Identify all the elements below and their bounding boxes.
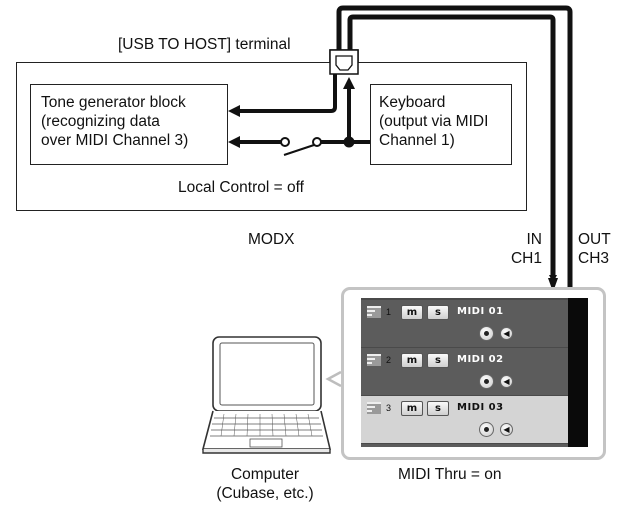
computer-label: Computer (Cubase, etc.) [205, 465, 325, 503]
track-mute-button[interactable]: m [401, 401, 423, 416]
in-label-line-1: IN [526, 231, 543, 248]
in-label-line-2: CH1 [510, 250, 542, 267]
track-name: MIDI 03 [457, 402, 504, 413]
monitor-speaker-icon[interactable]: ◀ [500, 375, 513, 388]
usb-port-icon [329, 49, 359, 75]
track-solo-button[interactable]: s [427, 401, 449, 416]
in-ch1-cable [347, 14, 557, 283]
keyboard-line-1: Keyboard [379, 94, 446, 111]
in-label: IN CH1 [505, 230, 542, 268]
monitor-speaker-icon[interactable]: ◀ [500, 423, 513, 436]
track-drag-handle-icon[interactable] [367, 306, 381, 318]
midi-thru-label: MIDI Thru = on [398, 466, 502, 483]
out-label-line-2: CH3 [578, 250, 610, 267]
keyboard-line-2: (output via MIDI [379, 113, 489, 130]
internal-signal-paths [228, 74, 370, 156]
track-solo-button[interactable]: s [427, 305, 449, 320]
track-number: 1 [386, 307, 392, 317]
record-enable-icon[interactable] [479, 374, 494, 389]
tone-generator-box: Tone generator block (recognizing data o… [30, 84, 228, 165]
local-control-label: Local Control = off [178, 179, 304, 196]
record-enable-icon[interactable] [479, 422, 494, 437]
out-label-line-1: OUT [578, 231, 611, 248]
keyboard-line-3: Channel 1) [379, 132, 455, 149]
track-name: MIDI 01 [457, 306, 504, 317]
daw-right-strip [568, 298, 588, 447]
computer-line-2: (Cubase, etc.) [216, 485, 314, 502]
track-drag-handle-icon[interactable] [367, 354, 381, 366]
record-enable-icon[interactable] [479, 326, 494, 341]
track-name: MIDI 02 [457, 354, 504, 365]
out-ch3-cable [336, 5, 573, 287]
tone-generator-line-1: Tone generator block [41, 94, 186, 111]
out-label: OUT CH3 [578, 230, 611, 268]
track-mute-button[interactable]: m [401, 353, 423, 368]
laptop-icon [201, 336, 332, 454]
keyboard-box: Keyboard (output via MIDI Channel 1) [370, 84, 512, 165]
track-solo-button[interactable]: s [427, 353, 449, 368]
modx-label: MODX [248, 231, 295, 248]
track-number: 2 [386, 355, 392, 365]
track-mute-button[interactable]: m [401, 305, 423, 320]
callout-pointer [325, 370, 342, 388]
monitor-speaker-icon[interactable]: ◀ [500, 327, 513, 340]
track-number: 3 [386, 403, 392, 413]
track-drag-handle-icon[interactable] [367, 402, 381, 414]
usb-terminal-label: [USB TO HOST] terminal [118, 36, 291, 53]
daw-track-row-partial [361, 444, 587, 447]
tone-generator-line-3: over MIDI Channel 3) [41, 132, 189, 149]
tone-generator-line-2: (recognizing data [41, 113, 160, 130]
computer-line-1: Computer [230, 466, 300, 483]
